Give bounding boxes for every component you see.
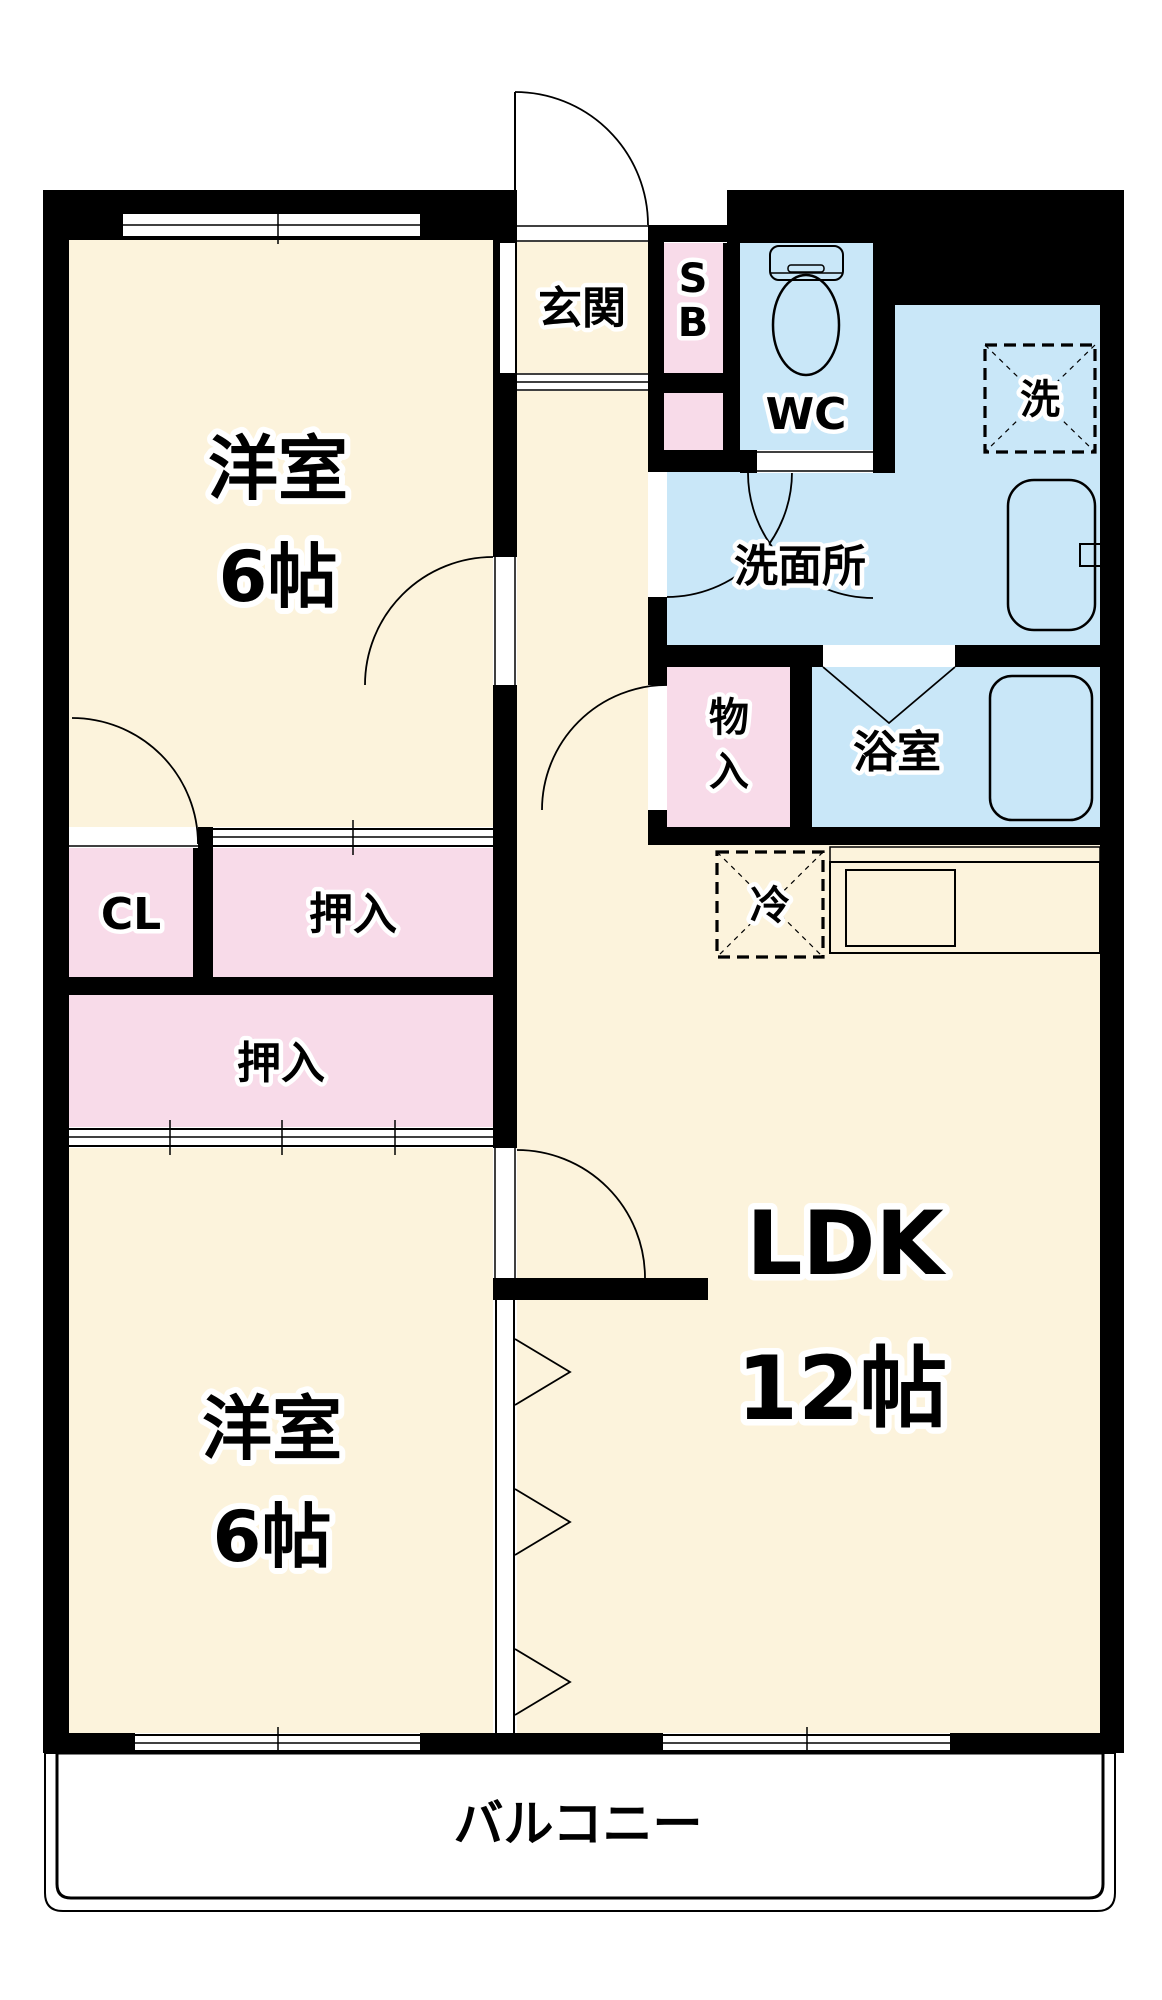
fridge-label: 冷 xyxy=(750,883,790,929)
door-arc-icon xyxy=(71,717,199,845)
closet-floor xyxy=(69,848,193,977)
monoire-door xyxy=(541,684,668,811)
window-icon xyxy=(663,1727,950,1760)
senmenjo-label: 洗面所 xyxy=(734,541,866,592)
wall-top-entrance xyxy=(648,225,727,242)
balcony xyxy=(44,1751,1116,1912)
oshiire-upper-floor xyxy=(213,848,493,977)
wall-sb-bottom xyxy=(648,450,740,472)
door-arc-icon xyxy=(747,472,874,599)
bathtub-icon xyxy=(988,674,1094,822)
wall-right xyxy=(1100,190,1124,1753)
washing-machine-icon xyxy=(983,343,1097,454)
washer-label: 洗 xyxy=(1020,377,1060,423)
balcony-inner-rail xyxy=(55,1751,1105,1900)
western-room-1-floor xyxy=(69,240,493,827)
folding-door-icon xyxy=(822,666,956,725)
labels: 玄関 S B WC 洗 洗面所 物 入 浴室 冷 CL 押入 押入 洋室 6帖 … xyxy=(96,252,1064,1858)
washroom-upper-floor xyxy=(895,305,1100,473)
toilet-icon xyxy=(769,245,844,377)
western-room-2-label-line1: 洋室 xyxy=(202,1388,342,1470)
door-arc-icon xyxy=(516,1149,646,1279)
sliding-door-icon xyxy=(514,1648,572,1716)
sink-icon xyxy=(1006,478,1103,632)
walls xyxy=(43,190,1124,1753)
closet-door xyxy=(69,717,199,848)
wall-wet-row-bottom xyxy=(648,827,1100,845)
shoebox-label-line2: B xyxy=(678,300,709,346)
wall-cl-oshiire xyxy=(193,848,213,977)
monoire-label-line1: 物 xyxy=(709,695,749,741)
wall-wc-door-side xyxy=(740,450,757,473)
shoebox-floor xyxy=(664,243,723,373)
openings xyxy=(69,91,956,1760)
wall-wc-right xyxy=(873,243,895,473)
washroom-floor xyxy=(667,472,1100,645)
wall-cl-track-stub xyxy=(198,827,213,848)
western-room-2-door xyxy=(493,1148,646,1279)
wall-sb-band xyxy=(664,373,723,393)
sliding-door-icon xyxy=(514,1338,572,1406)
door-arc-icon xyxy=(364,556,494,686)
genkan-floor xyxy=(517,242,648,373)
wall-monoire-left xyxy=(648,810,667,827)
ldk-label-line2: 12帖 xyxy=(737,1337,947,1440)
ldk-label-line1: LDK xyxy=(746,1192,946,1295)
oshiire-lower-label: 押入 xyxy=(237,1038,325,1089)
wall-sb-wc xyxy=(723,243,740,450)
monoire-label-line2: 入 xyxy=(709,749,749,795)
oshiire-upper-label: 押入 xyxy=(309,889,397,940)
monoire-floor xyxy=(667,667,790,827)
washroom-door xyxy=(648,471,793,598)
kitchen-sink-icon xyxy=(845,869,956,947)
fixtures xyxy=(715,245,1103,959)
genkan-label: 玄関 xyxy=(538,283,626,334)
floor-fills xyxy=(69,240,1100,1733)
refrigerator-icon xyxy=(715,850,825,959)
sliding-door-icon xyxy=(514,1488,572,1556)
door-arc-icon xyxy=(541,684,668,811)
yokushitsu-label: 浴室 xyxy=(853,727,941,778)
wall-top-right-block xyxy=(895,190,1124,305)
wc-floor xyxy=(740,243,873,450)
sliding-partition xyxy=(495,1300,572,1733)
sliding-door-icon xyxy=(69,1120,493,1155)
entrance-door xyxy=(514,91,649,242)
closet-label: CL xyxy=(101,889,161,940)
wc-door xyxy=(747,450,874,599)
wall-corridor-right xyxy=(648,242,664,472)
shoebox-label-line1: S xyxy=(679,256,708,302)
wc-label: WC xyxy=(766,389,847,440)
shoebox-lower-floor xyxy=(664,393,723,450)
western-room-2-label-line2: 6帖 xyxy=(213,1496,332,1578)
western-room-1-label-line2: 6帖 xyxy=(219,536,338,618)
wall-monoire-bath xyxy=(790,667,812,827)
genkan-step xyxy=(500,243,648,391)
western-room-1-label-line1: 洋室 xyxy=(208,428,348,510)
window-icon xyxy=(135,1727,420,1760)
western-room-2-floor xyxy=(69,1148,493,1733)
wall-ldk-stub xyxy=(493,1278,708,1300)
door-arc-icon xyxy=(514,91,649,226)
western-room-1-door xyxy=(364,556,517,686)
window-icon xyxy=(123,206,420,244)
sliding-door-icon xyxy=(213,820,493,855)
wall-left xyxy=(43,190,69,1753)
wall-washroom-left xyxy=(648,597,667,685)
bathroom-door xyxy=(822,645,956,725)
wall-top-wc xyxy=(727,190,895,243)
wall-partition-mid xyxy=(493,685,517,1148)
kitchen-counter-icon xyxy=(829,846,1101,954)
bathroom-floor xyxy=(812,667,1100,827)
balcony-label: バルコニー xyxy=(454,1795,703,1853)
oshiire-lower-floor xyxy=(69,995,493,1127)
wall-oshiire-row xyxy=(43,977,493,995)
door-arc-icon xyxy=(666,471,793,598)
